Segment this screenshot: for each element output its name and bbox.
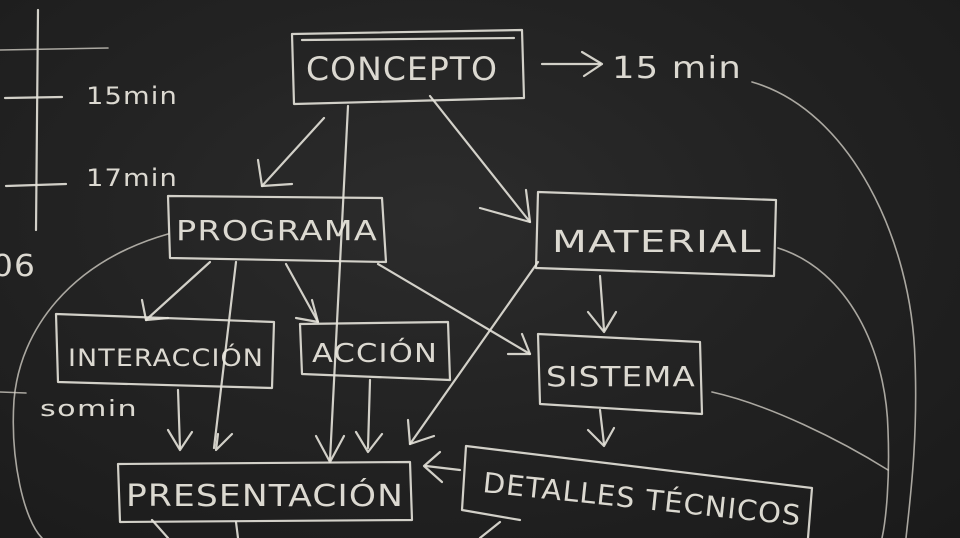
node-boxes [54, 28, 814, 538]
note-time-concepto: 15 min [612, 51, 742, 86]
node-presentacion: PRESENTACIÓN [126, 477, 404, 514]
arrows [140, 50, 618, 538]
note-edge-number: 06 [0, 249, 36, 284]
timeline-axis [0, 8, 109, 394]
note-time-somin: somin [40, 397, 138, 422]
node-detalles-tecnicos: DETALLES TÉCNICOS [481, 465, 803, 532]
connector-arcs [12, 81, 917, 538]
node-labels: CONCEPTO PROGRAMA MATERIAL INTERACCIÓN A… [68, 50, 803, 532]
note-time-15min: 15min [86, 82, 178, 110]
note-time-17min: 17min [86, 164, 178, 192]
node-programa: PROGRAMA [176, 214, 378, 247]
node-material: MATERIAL [552, 225, 762, 260]
node-interaccion: INTERACCIÓN [68, 342, 264, 372]
node-accion: ACCIÓN [312, 337, 438, 369]
node-sistema: SISTEMA [546, 360, 696, 393]
time-notes: 15 min 15min 17min somin 06 [0, 51, 742, 422]
node-concepto: CONCEPTO [306, 50, 498, 88]
